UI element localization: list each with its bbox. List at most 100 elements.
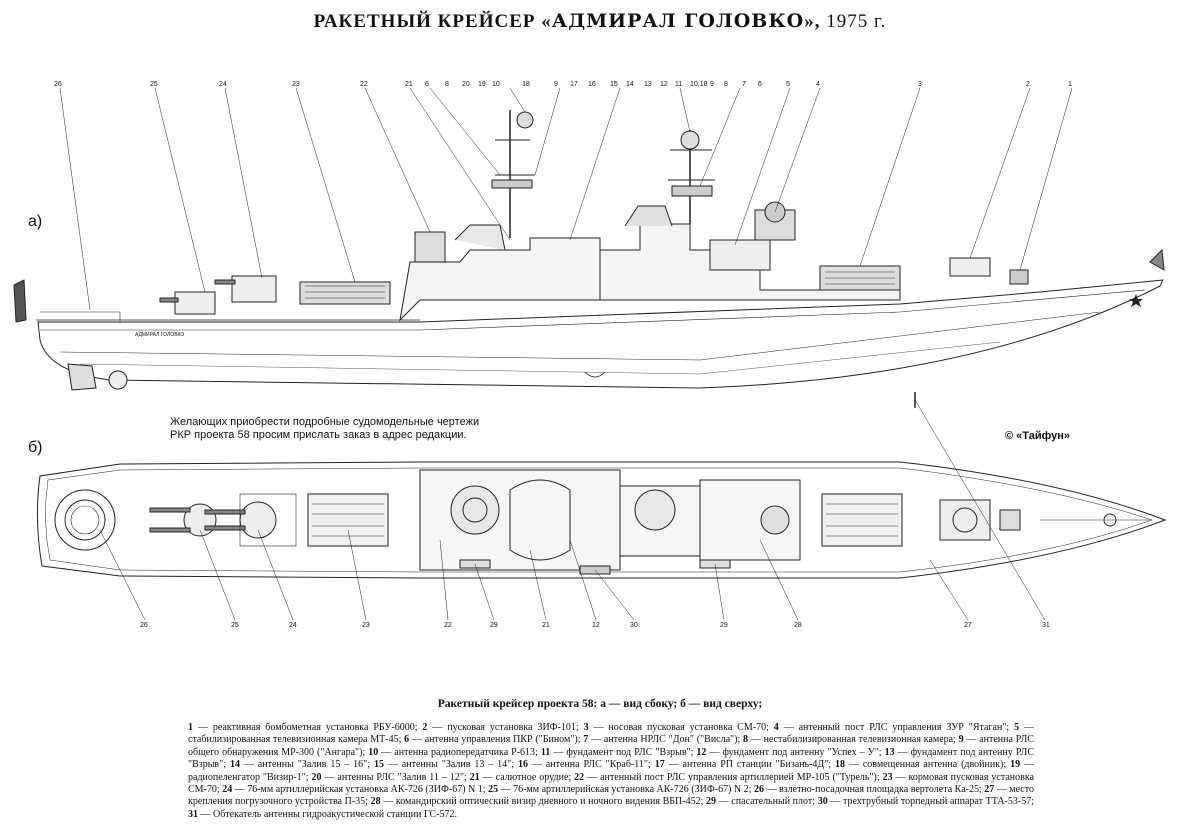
top-fwd-launcher bbox=[821, 493, 903, 547]
legend-item-number: 16 bbox=[517, 759, 528, 771]
side-callout-22: 22 bbox=[360, 81, 368, 88]
legend-item-text: — кормовая пусковая установка СМ-70; bbox=[188, 771, 1034, 796]
side-callout-16: 16 bbox=[588, 81, 596, 88]
legend-item-number: 19 bbox=[1010, 759, 1021, 771]
legend-item-text: — стабилизированная телевизионная камера… bbox=[188, 722, 1035, 746]
legend-item-text: — пусковая установка ЗИФ-101; bbox=[427, 722, 584, 733]
page-title: РАКЕТНЫЙ КРЕЙСЕР «АДМИРАЛ ГОЛОВКО», 1975… bbox=[0, 10, 1200, 33]
side-callout-26: 26 bbox=[54, 81, 62, 88]
legend-item-text: — 76-мм артиллерийская установка АК-726 … bbox=[232, 784, 489, 796]
legend-item-number: 7 bbox=[583, 734, 589, 746]
side-callout-4: 4 bbox=[816, 81, 820, 88]
propeller bbox=[108, 370, 128, 390]
legend-item-text: — фундамент под РЛС "Взрыв"; bbox=[550, 746, 697, 758]
side-callout-6a: 6 bbox=[425, 81, 429, 88]
legend-item-text: — совмещенная антенна (двойник); bbox=[845, 759, 1011, 771]
side-callout-9a: 9 bbox=[554, 81, 558, 88]
top-callout-22: 22 bbox=[444, 622, 452, 629]
side-callout-18: 18 bbox=[522, 81, 530, 88]
side-view-label: а) bbox=[28, 213, 43, 230]
top-callouts: 26 25 24 23 22 29 21 12 30 29 28 27 31 bbox=[99, 529, 1050, 629]
legend-item-text: — 76-мм артиллерийская установка АК-726 … bbox=[498, 784, 754, 796]
side-hull-name: АДМИРАЛ ГОЛОВКО bbox=[135, 332, 184, 338]
legend-item-number: 1 bbox=[188, 722, 193, 733]
legend-item-text: — фундамент под антенну "Успех – У"; bbox=[706, 746, 885, 758]
title-prefix: РАКЕТНЫЙ КРЕЙСЕР « bbox=[313, 11, 552, 32]
legend-item-number: 28 bbox=[370, 796, 381, 808]
copyright: © «Тайфун» bbox=[1005, 430, 1070, 442]
legend-item-text: — антенный пост РЛС управления ЗУР "Ятаг… bbox=[778, 722, 1015, 733]
legend-item-number: 27 bbox=[984, 784, 995, 796]
side-callout-3: 3 bbox=[918, 81, 922, 88]
legend-item-text: — антенны "Залив 13 – 14"; bbox=[383, 759, 518, 771]
side-callout-20: 20 bbox=[462, 81, 470, 88]
top-callout-27: 27 bbox=[964, 622, 972, 629]
top-view bbox=[36, 461, 1167, 579]
side-callout-8a: 8 bbox=[445, 81, 449, 88]
legend-item-number: 14 bbox=[229, 759, 240, 771]
legend-item-text: — антенна управления ПКР ("Бином"); bbox=[409, 734, 584, 746]
side-callout-7: 7 bbox=[742, 81, 746, 88]
side-callouts: 26 25 24 23 22 21 6 8 20 19 10 18 9 17 1… bbox=[54, 81, 1073, 311]
ship-drawing: АДМИРАЛ ГОЛОВКО 26 25 24 2 bbox=[13, 81, 1167, 629]
side-callout-5: 5 bbox=[786, 81, 790, 88]
side-callout-9b: 9 bbox=[710, 81, 714, 88]
legend-item-text: — радиопеленгатор "Визир-1"; bbox=[188, 759, 1035, 783]
legend-item-number: 20 bbox=[311, 771, 322, 783]
legend-item-text: — трехтрубный торпедный аппарат ТТА-53-5… bbox=[827, 796, 1034, 808]
top-callout-24: 24 bbox=[289, 622, 297, 629]
legend-item-text: — антенна РЛС общего обнаружения МР-300 … bbox=[188, 734, 1034, 758]
side-callout-6b: 6 bbox=[758, 81, 762, 88]
side-callout-12: 12 bbox=[660, 81, 668, 88]
side-callout-10-18: 10,18 bbox=[690, 81, 708, 88]
legend-item-number: 3 bbox=[583, 722, 589, 733]
legend-item-number: 10 bbox=[368, 746, 379, 758]
top-superstructure bbox=[419, 469, 621, 571]
legend-item-text: — антенна радиопередатчика Р-613; bbox=[378, 746, 541, 758]
side-aft-gun-2 bbox=[174, 291, 216, 315]
legend-item-number: 25 bbox=[488, 784, 499, 796]
legend-item-text: — взлетно-посадочная площадка вертолета … bbox=[763, 784, 985, 796]
legend-item-number: 29 bbox=[706, 796, 716, 808]
legend-item-text: — место крепления погрузочного устройств… bbox=[188, 784, 1034, 808]
legend-item-number: 6 bbox=[404, 734, 410, 746]
top-callout-21: 21 bbox=[542, 622, 550, 629]
top-callout-31: 31 bbox=[1042, 622, 1050, 629]
legend-item-number: 12 bbox=[696, 746, 707, 758]
legend-item-text: — фундамент под антенну РЛС "Взрыв"; bbox=[188, 746, 1034, 771]
legend-item-number: 23 bbox=[882, 771, 893, 783]
legend-item-number: 26 bbox=[753, 784, 764, 796]
legend-item-text: — антенна РЛС "Краб-11"; bbox=[527, 759, 655, 771]
legend-item-text: — Обтекатель антенны гидроакустической с… bbox=[198, 808, 458, 820]
caption-title: Ракетный крейсер проекта 58: а — вид сбо… bbox=[437, 698, 763, 710]
legend-item-number: 22 bbox=[574, 771, 585, 783]
side-callout-15: 15 bbox=[610, 81, 618, 88]
side-callout-24: 24 bbox=[219, 81, 227, 88]
legend-item-number: 2 bbox=[422, 722, 428, 733]
stern-flag bbox=[13, 279, 27, 323]
legend-item-number: 5 bbox=[1014, 722, 1020, 733]
side-view: АДМИРАЛ ГОЛОВКО bbox=[13, 110, 1165, 408]
legend-item-number: 13 bbox=[884, 746, 895, 758]
top-callout-23: 23 bbox=[362, 622, 370, 629]
legend-item-text: — нестабилизированная телевизионная каме… bbox=[748, 734, 959, 746]
side-callout-8b: 8 bbox=[724, 81, 728, 88]
legend-item-text: — носовая пусковая установка СМ-70; bbox=[588, 722, 774, 733]
side-callout-10a: 10 bbox=[492, 81, 500, 88]
legend-item-text: — реактивная бомбометная установка РБУ-6… bbox=[193, 722, 423, 733]
legend-item-text: — спасательный плот; bbox=[716, 796, 818, 808]
legend-item-text: — антенны "Залив 15 – 16"; bbox=[239, 759, 374, 771]
side-aft-gun-1 bbox=[231, 275, 277, 303]
legend-item-number: 9 bbox=[958, 734, 964, 746]
legend-item-text: — антенный пост РЛС управления артиллери… bbox=[584, 771, 883, 783]
top-callout-29b: 29 bbox=[720, 622, 728, 629]
side-callout-1: 1 bbox=[1068, 81, 1072, 88]
top-callout-12: 12 bbox=[592, 622, 600, 629]
side-callout-23: 23 bbox=[292, 81, 300, 88]
side-aft-launcher bbox=[299, 281, 391, 305]
order-offer-text: Желающих приобрести подробные судомодель… bbox=[170, 416, 480, 441]
legend-item-number: 31 bbox=[188, 808, 198, 820]
legend-item-number: 4 bbox=[773, 722, 779, 733]
legend-item-number: 8 bbox=[743, 734, 749, 746]
top-callout-26: 26 bbox=[140, 622, 148, 629]
